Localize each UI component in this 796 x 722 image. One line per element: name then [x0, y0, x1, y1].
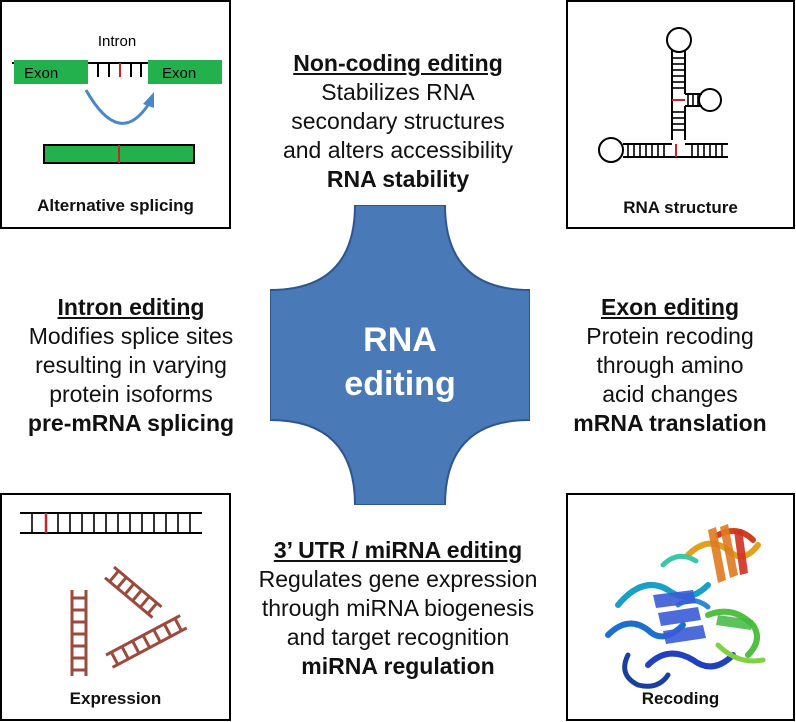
utr-function: miRNA regulation [301, 653, 495, 679]
rna-editing-center-shape [270, 205, 530, 505]
protein-structure-illustration [605, 524, 766, 689]
utr-line-3: and target recognition [286, 624, 510, 650]
intron-line-3: protein isoforms [49, 381, 213, 407]
utr-line-2: through miRNA biogenesis [261, 595, 535, 621]
expression-caption: Expression [69, 689, 162, 708]
utr-mirna-editing-block: 3’ UTR / miRNA editing Regulates gene ex… [238, 536, 558, 681]
exon-line-2: through amino [596, 352, 744, 378]
center-title-line2: editing [344, 365, 456, 403]
expression-illustration [20, 512, 202, 676]
utr-line-1: Regulates gene expression [258, 566, 538, 592]
exon-editing-heading: Exon editing [601, 294, 739, 320]
recoding-panel: Recoding [566, 493, 795, 721]
splice-arrow [84, 89, 152, 125]
exon-right-label: Exon [162, 65, 196, 82]
alternative-splicing-panel: Intron Exon Exon Alternative splicing [0, 0, 231, 229]
center-title: RNA editing [280, 318, 520, 406]
rna-structure-panel: RNA structure [566, 0, 795, 229]
center-title-line1: RNA [363, 321, 437, 359]
intron-line-1: Modifies splice sites [28, 323, 234, 349]
noncoding-line-3: and alters accessibility [282, 137, 514, 163]
rna-structure-caption: RNA structure [623, 198, 738, 217]
mirna-ladders [70, 565, 188, 676]
noncoding-function: RNA stability [326, 166, 470, 192]
exon-function: mRNA translation [573, 410, 767, 436]
noncoding-editing-block: Non-coding editing Stabilizes RNA second… [248, 49, 548, 194]
exon-left-box [14, 60, 88, 84]
rna-structure-illustration [598, 27, 728, 163]
expression-panel: Expression [0, 493, 231, 721]
noncoding-line-2: secondary structures [291, 108, 505, 134]
intron-function: pre-mRNA splicing [27, 410, 235, 436]
exon-line-1: Protein recoding [586, 323, 754, 349]
exon-line-3: acid changes [602, 381, 738, 407]
exon-right-box [148, 60, 222, 84]
recoding-caption: Recoding [641, 689, 720, 708]
intron-label: Intron [98, 33, 136, 50]
exon-left-label: Exon [24, 65, 58, 82]
exon-editing-block: Exon editing Protein recoding through am… [544, 293, 796, 438]
intron-line-2: resulting in varying [35, 352, 227, 378]
intron-editing-block: Intron editing Modifies splice sites res… [0, 293, 262, 438]
splicing-illustration: Intron Exon Exon [12, 33, 222, 164]
alternative-splicing-caption: Alternative splicing [37, 196, 194, 215]
utr-mirna-editing-heading: 3’ UTR / miRNA editing [273, 537, 523, 563]
intron-editing-heading: Intron editing [57, 294, 205, 320]
noncoding-editing-heading: Non-coding editing [293, 50, 503, 76]
noncoding-line-1: Stabilizes RNA [321, 79, 475, 105]
